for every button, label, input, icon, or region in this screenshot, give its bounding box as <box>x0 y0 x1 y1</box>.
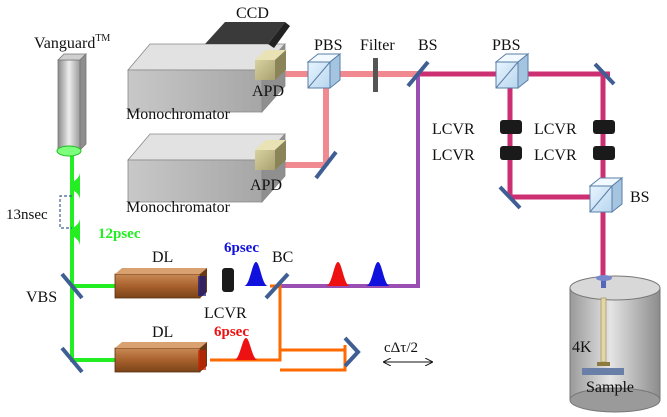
lcvr-delay-plate <box>222 268 234 292</box>
cdelta-label: cΔτ/2 <box>384 340 418 356</box>
apd-top-label: APD <box>252 83 284 100</box>
pbs-cube-top <box>306 52 342 90</box>
lcvr-label-2: LCVR <box>432 147 475 164</box>
dl-top-label: DL <box>152 249 173 266</box>
ccd-camera <box>205 22 290 48</box>
monochromator-top-label: Monochromator <box>126 106 231 123</box>
orange-beam-return <box>270 284 282 350</box>
psec6-blue-label: 6psec <box>224 240 259 256</box>
mirror-bottom-left <box>498 185 522 210</box>
filter <box>373 58 378 92</box>
orange-beam-loop <box>280 345 347 372</box>
delay-line-bottom <box>114 342 207 373</box>
dl-bottom-label: DL <box>152 324 173 341</box>
apd-bottom-label: APD <box>250 177 282 194</box>
pbs-top-label: PBS <box>314 37 342 54</box>
apd-bottom <box>255 140 286 170</box>
lcvr-label-4: LCVR <box>534 147 577 164</box>
green-pulse-1 <box>70 172 80 200</box>
bs-top-mirror <box>406 60 430 88</box>
bs-right-label: BS <box>630 189 650 206</box>
vbs-label: VBS <box>26 289 57 306</box>
red-pulse-2 <box>234 338 258 360</box>
blue-pulse-1 <box>244 262 268 286</box>
cryostat <box>569 275 661 413</box>
vbs-mirror <box>60 272 84 300</box>
lcvr-label-1: LCVR <box>432 121 475 138</box>
filter-label: Filter <box>360 37 395 54</box>
blue-pulse-2 <box>366 262 390 286</box>
apd-top <box>255 50 286 80</box>
retroreflector <box>343 336 361 368</box>
lcvr-label-3: LCVR <box>534 121 577 138</box>
ccd-label: CCD <box>236 5 269 22</box>
orange-beam <box>210 348 347 372</box>
bs-top-label: BS <box>418 37 438 54</box>
psec6-red-label: 6psec <box>214 324 249 340</box>
pbs-cube-right <box>494 52 530 90</box>
lcvr-delay-label: LCVR <box>204 305 247 322</box>
mirror-bottom-corner <box>60 346 84 374</box>
bc-mirror <box>264 272 290 300</box>
nsec-label: 13nsec <box>6 207 48 223</box>
psec12-label: 12psec <box>98 226 141 242</box>
green-pulse-2 <box>70 218 80 246</box>
bc-label: BC <box>272 249 293 266</box>
lcvr-plates <box>500 120 615 160</box>
sample-label: Sample <box>586 379 634 396</box>
red-pulse-1 <box>326 262 350 286</box>
delay-line-top <box>114 268 207 299</box>
fourk-label: 4K <box>572 339 592 356</box>
purple-beam <box>278 74 420 288</box>
monochromator-bottom-label: Monochromator <box>126 199 231 216</box>
mirror-top-right <box>593 62 616 86</box>
nsec-bracket <box>59 195 72 229</box>
vanguard-laser <box>56 53 87 157</box>
mirror-mid-lower <box>314 150 338 180</box>
vanguard-label: VanguardTM <box>34 33 110 52</box>
pbs-right-label: PBS <box>492 37 520 54</box>
bs-cube-right <box>588 176 624 214</box>
